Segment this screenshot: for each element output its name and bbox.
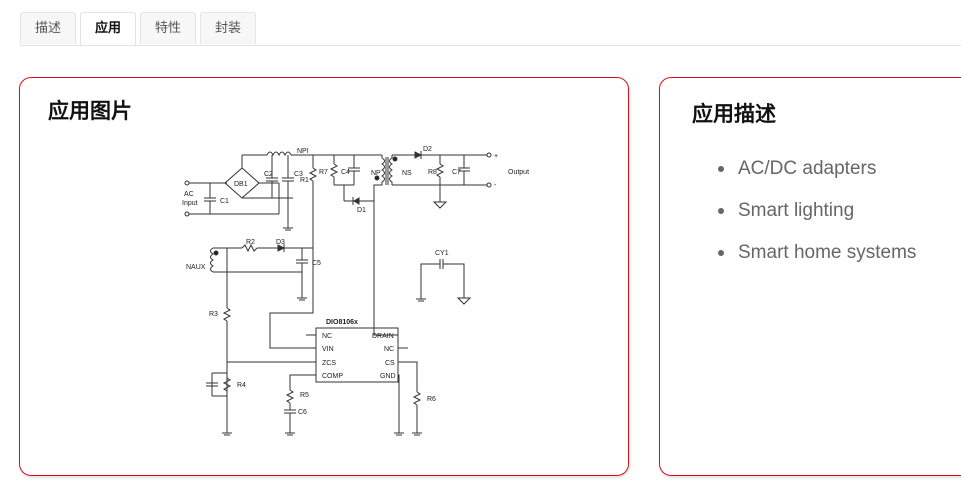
list-item: Smart lighting — [718, 198, 916, 240]
application-schematic: AC Input C1 DB1 C2 C3 NPI R1 R7 C4 NP NS… — [182, 146, 529, 436]
list-item: Smart home systems — [718, 240, 916, 282]
label-cy1: CY1 — [435, 250, 449, 257]
label-c2: C2 — [264, 171, 273, 178]
tab-description[interactable]: 描述 — [20, 12, 76, 44]
pin-drain: DRAIN — [372, 333, 394, 340]
tab-package[interactable]: 封装 — [200, 12, 256, 44]
bullet-icon — [718, 166, 724, 172]
label-c6: C6 — [298, 409, 307, 416]
label-ac: AC — [184, 191, 194, 198]
label-r4: R4 — [237, 382, 246, 389]
application-image-card: 应用图片 — [19, 77, 629, 476]
bullet-icon — [718, 250, 724, 256]
label-npi: NPI — [297, 148, 309, 155]
label-c5: C5 — [312, 260, 321, 267]
label-r2: R2 — [246, 239, 255, 246]
label-input: Input — [182, 200, 198, 207]
label-r5: R5 — [300, 392, 309, 399]
ac-terminal-top — [184, 180, 190, 186]
ac-terminal-bottom — [184, 211, 190, 217]
pin-cs: CS — [385, 360, 395, 367]
label-np: NP — [371, 170, 381, 177]
label-r1: R1 — [300, 177, 309, 184]
label-db1: DB1 — [234, 181, 248, 188]
label-c3: C3 — [294, 171, 303, 178]
list-item: AC/DC adapters — [718, 156, 916, 198]
label-d2: D2 — [423, 146, 432, 153]
label-output: Output — [508, 169, 529, 176]
tab-bar: 描述 应用 特性 封装 — [20, 12, 961, 46]
application-list: AC/DC adapters Smart lighting Smart home… — [718, 156, 916, 282]
list-item-text: Smart lighting — [738, 200, 855, 221]
pin-vin: VIN — [322, 346, 334, 353]
tab-features[interactable]: 特性 — [140, 12, 196, 44]
ic-chip — [315, 327, 399, 383]
pin-gnd: GND — [380, 373, 396, 380]
pin-zcs: ZCS — [322, 360, 336, 367]
pin-nc-left: NC — [322, 333, 332, 340]
card-title: 应用描述 — [692, 102, 776, 126]
label-c4: C4 — [341, 169, 350, 176]
inductor — [266, 151, 292, 157]
label-c1: C1 — [220, 198, 229, 205]
label-r6: R6 — [427, 396, 436, 403]
list-item-text: Smart home systems — [738, 242, 917, 263]
bullet-icon — [718, 208, 724, 214]
application-description-card: 应用描述 AC/DC adapters Smart lighting Smart… — [659, 77, 961, 476]
label-r7: R7 — [319, 169, 328, 176]
label-minus: - — [494, 182, 497, 189]
tab-application[interactable]: 应用 — [80, 12, 136, 45]
label-d3: D3 — [276, 239, 285, 246]
label-c7: C7 — [452, 169, 461, 176]
label-d1: D1 — [357, 207, 366, 214]
label-naux: NAUX — [186, 264, 206, 271]
pin-nc-right: NC — [384, 346, 394, 353]
label-r8: R8 — [428, 169, 437, 176]
label-r3: R3 — [209, 311, 218, 318]
card-title: 应用图片 — [48, 99, 132, 123]
label-plus: + — [494, 153, 498, 160]
pin-comp: COMP — [322, 373, 343, 380]
label-ns: NS — [402, 170, 412, 177]
list-item-text: AC/DC adapters — [738, 158, 877, 179]
label-chip: DIO8106x — [326, 319, 358, 326]
